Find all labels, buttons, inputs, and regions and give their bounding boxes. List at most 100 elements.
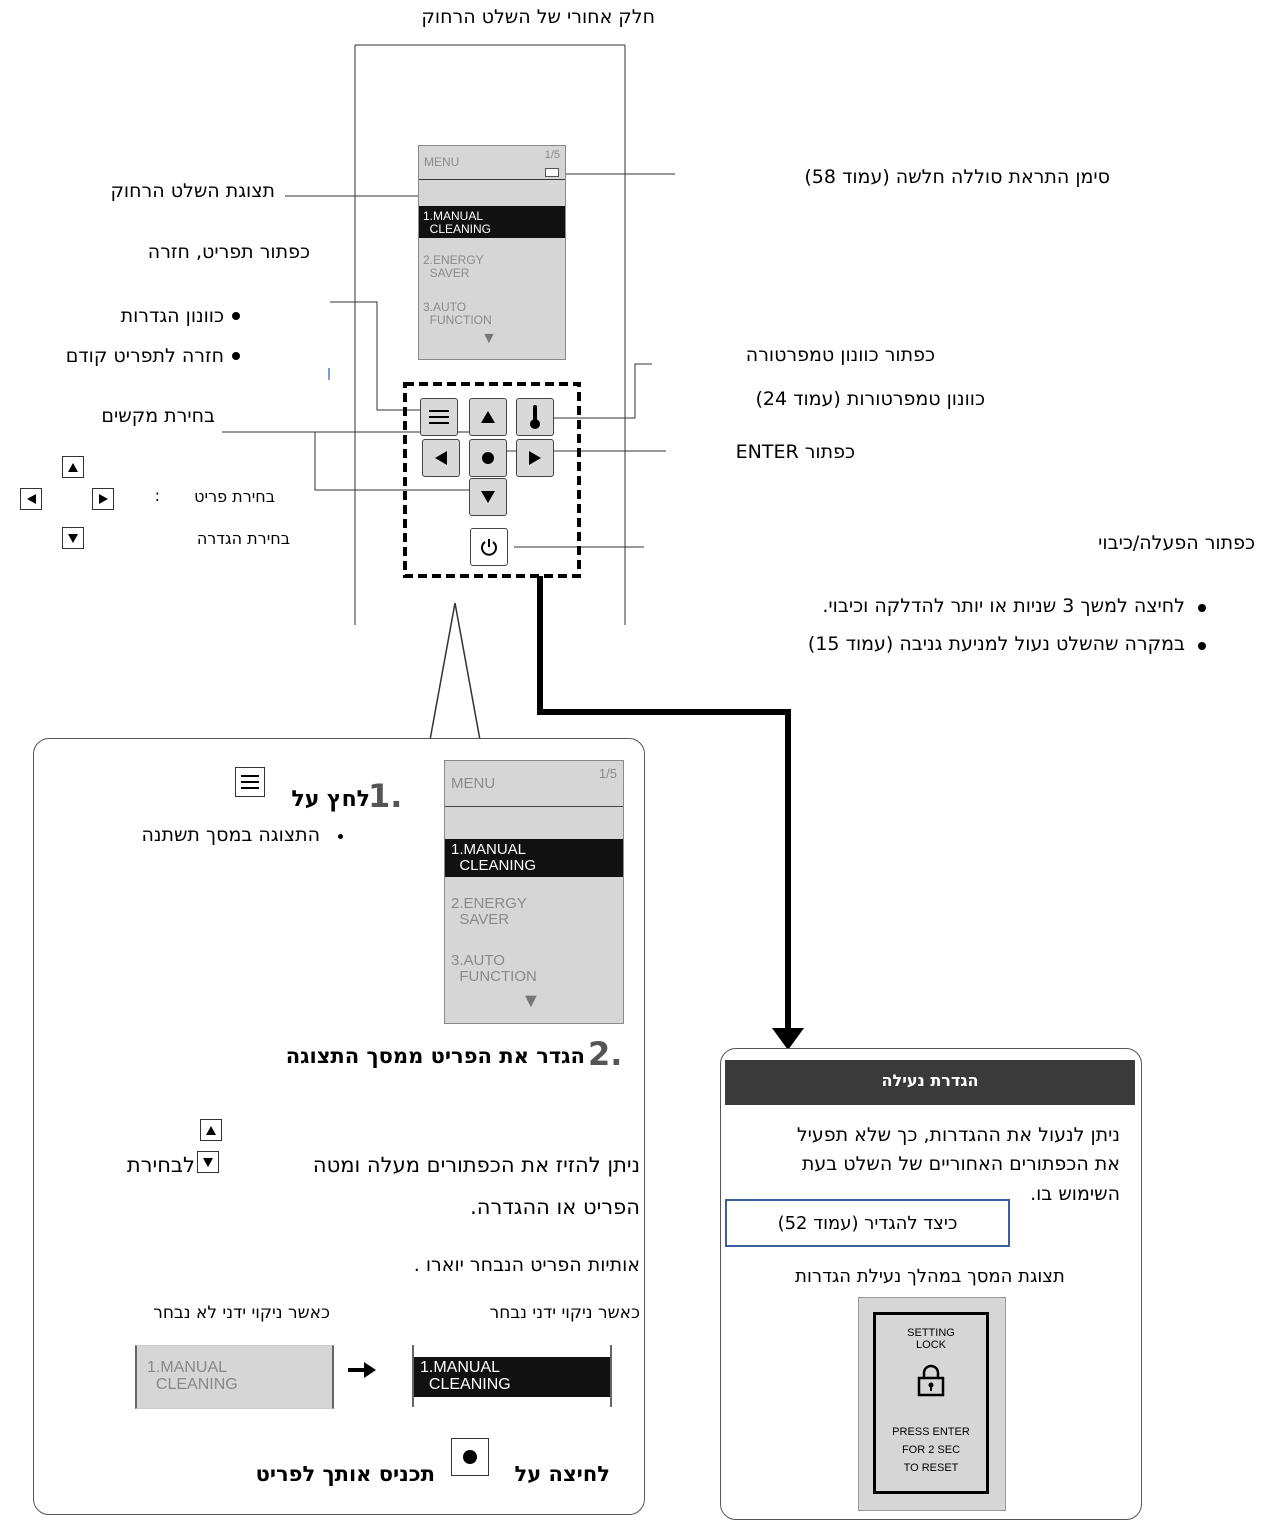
up-arrow-icon xyxy=(481,411,495,423)
down-button[interactable] xyxy=(469,478,507,516)
enter-key-image xyxy=(451,1438,489,1476)
temp-button[interactable] xyxy=(516,398,554,436)
menu-key-image xyxy=(235,767,265,797)
steps-lcd: MENU 1/5 1.MANUAL CLEANING 2.ENERGY SAVE… xyxy=(444,760,624,1024)
step2-text-1: ניתן להזיז את הכפתורים מעלה ומטה xyxy=(312,1153,640,1177)
menu-button[interactable] xyxy=(420,398,458,436)
lcd-item-3: 3.AUTO FUNCTION xyxy=(423,300,492,327)
down-arrow-icon xyxy=(481,491,495,503)
mini-left-key xyxy=(20,488,42,510)
temp-button-label: כפתור כוונון טמפרטורה xyxy=(745,344,935,366)
mini-down-key xyxy=(197,1151,219,1173)
display-label: תצוגת השלט הרחוק xyxy=(110,180,275,202)
padlock-icon xyxy=(916,1363,946,1397)
lcd-item-2: 2.ENERGY SAVER xyxy=(451,895,527,928)
step2-text-1b: לבחירת xyxy=(126,1153,195,1177)
howto-link[interactable]: כיצד להגדיר (עמוד 52) xyxy=(725,1199,1010,1247)
lcd-highlight: 1.MANUAL CLEANING xyxy=(419,206,565,238)
selected-highlight: 1.MANUAL CLEANING xyxy=(414,1357,610,1397)
enter-button-label: כפתור ENTER xyxy=(735,441,855,463)
bullet xyxy=(1198,642,1206,650)
mini-up-key xyxy=(200,1119,222,1141)
colon: : xyxy=(154,486,160,505)
select-item-label: בחירת פריט xyxy=(194,487,275,506)
power-bullet-2: במקרה שהשלט נעול למניעת גניבה (עמוד 15) xyxy=(807,633,1185,655)
selected-item-text: 1.MANUAL CLEANING xyxy=(420,1359,511,1393)
menu-bullet-2: חזרה לתפריט קודם xyxy=(65,345,224,367)
power-button[interactable] xyxy=(470,528,508,566)
lock-screen-title: SETTING LOCK xyxy=(907,1327,955,1352)
step2-title: הגדר את הפריט ממסך התצוגה xyxy=(285,1044,585,1068)
power-button-label: כפתור הפעלה/כיבוי xyxy=(1098,532,1255,554)
down-arrow-icon xyxy=(203,1157,213,1167)
battery-label: סימן התראת סוללה חלשה (עמוד 58) xyxy=(804,166,1110,188)
lcd-menu-label: MENU xyxy=(424,155,460,169)
item-unselected: 1.MANUAL CLEANING xyxy=(135,1345,334,1409)
bullet xyxy=(338,834,343,839)
step2-text-2: הפריט או ההגדרה. xyxy=(470,1195,640,1219)
menu-icon xyxy=(241,775,259,789)
lcd-highlight: 1.MANUAL CLEANING xyxy=(445,839,623,877)
press-prefix: לחיצה על xyxy=(514,1462,610,1486)
lcd-page: 1/5 xyxy=(598,766,617,781)
up-arrow-icon xyxy=(206,1125,216,1135)
lock-frame: SETTING LOCK PRESS ENTER FOR 2 SEC TO RE… xyxy=(873,1312,989,1494)
up-button[interactable] xyxy=(469,398,507,436)
right-arrow-icon xyxy=(529,451,541,465)
menu-bullet-1: כוונון הגדרות xyxy=(120,305,224,327)
menu-icon xyxy=(429,410,449,424)
temp-adjust-label: כוונון טמפרטורות (עמוד 24) xyxy=(755,388,985,410)
enter-dot-icon xyxy=(482,452,494,464)
step2-number: 2. xyxy=(588,1035,623,1073)
bullet xyxy=(232,352,240,360)
power-icon xyxy=(481,539,497,556)
left-arrow-icon xyxy=(26,494,36,504)
down-arrow-icon xyxy=(68,533,78,543)
step2-text-3: אותיות הפריט הנבחר יוארו . xyxy=(413,1254,640,1276)
lcd-item-2: 2.ENERGY SAVER xyxy=(423,253,484,280)
lock-header-bar: הגדרת נעילה xyxy=(725,1060,1135,1105)
lcd-page: 1/5 xyxy=(544,149,560,161)
bullet xyxy=(1198,604,1206,612)
press-suffix: תכניס אותך לפריט xyxy=(255,1462,435,1486)
up-arrow-icon xyxy=(68,462,78,472)
lcd-down-arrow: ▼ xyxy=(481,330,497,347)
lcd-menu-label: MENU xyxy=(451,775,496,792)
select-setting-label: בחירת הגדרה xyxy=(196,529,290,548)
lock-lcd: SETTING LOCK PRESS ENTER FOR 2 SEC TO RE… xyxy=(858,1297,1006,1511)
lock-screen-caption: תצוגת המסך במהלך נעילת הגדרות xyxy=(795,1266,1065,1287)
enter-dot-icon xyxy=(463,1450,477,1464)
remote-lcd: MENU 1/5 1.MANUAL CLEANING 2.ENERGY SAVE… xyxy=(418,145,566,360)
right-arrow-icon xyxy=(348,1360,378,1380)
lock-header: הגדרת נעילה xyxy=(881,1071,979,1090)
lock-text-1: ניתן לנעול את ההגדרות, כך שלא תפעיל xyxy=(796,1124,1120,1146)
lock-text-3: השימוש בו. xyxy=(1030,1183,1120,1205)
lcd-item-1: 1.MANUAL CLEANING xyxy=(423,209,492,236)
unselected-item-text: 1.MANUAL CLEANING xyxy=(147,1359,238,1393)
lcd-down-arrow: ▼ xyxy=(521,990,541,1012)
thermometer-icon xyxy=(530,405,540,429)
mini-right-key xyxy=(92,488,114,510)
lock-screen-text: PRESS ENTER FOR 2 SEC TO RESET xyxy=(892,1426,970,1475)
power-bullet-1: לחיצה למשך 3 שניות או יותר להדלקה וכיבוי… xyxy=(822,595,1185,617)
howto-text: כיצד להגדיר (עמוד 52) xyxy=(777,1213,958,1234)
battery-icon xyxy=(545,168,559,177)
left-button[interactable] xyxy=(422,439,460,477)
back-title: חלק אחורי של השלט הרחוק xyxy=(421,6,655,28)
menu-button-label: כפתור תפריט, חזרה xyxy=(147,241,310,263)
item-selected: 1.MANUAL CLEANING xyxy=(412,1345,612,1407)
arrow-select-label: בחירת מקשים xyxy=(101,405,215,427)
step1-number: 1. xyxy=(368,777,403,815)
right-arrow-icon xyxy=(98,494,108,504)
not-selected-caption: כאשר ניקוי ידני לא נבחר xyxy=(153,1303,330,1323)
right-button[interactable] xyxy=(516,439,554,477)
lcd-divider xyxy=(445,806,623,807)
lcd-item-1: 1.MANUAL CLEANING xyxy=(451,841,537,874)
lcd-divider xyxy=(419,179,565,180)
mini-up-key xyxy=(62,456,84,478)
enter-button[interactable] xyxy=(469,439,507,477)
left-arrow-icon xyxy=(435,451,447,465)
bullet xyxy=(232,312,240,320)
step1-bullet: התצוגה במסך תשתנה xyxy=(141,824,320,846)
selected-caption: כאשר ניקוי ידני נבחר xyxy=(489,1303,640,1323)
